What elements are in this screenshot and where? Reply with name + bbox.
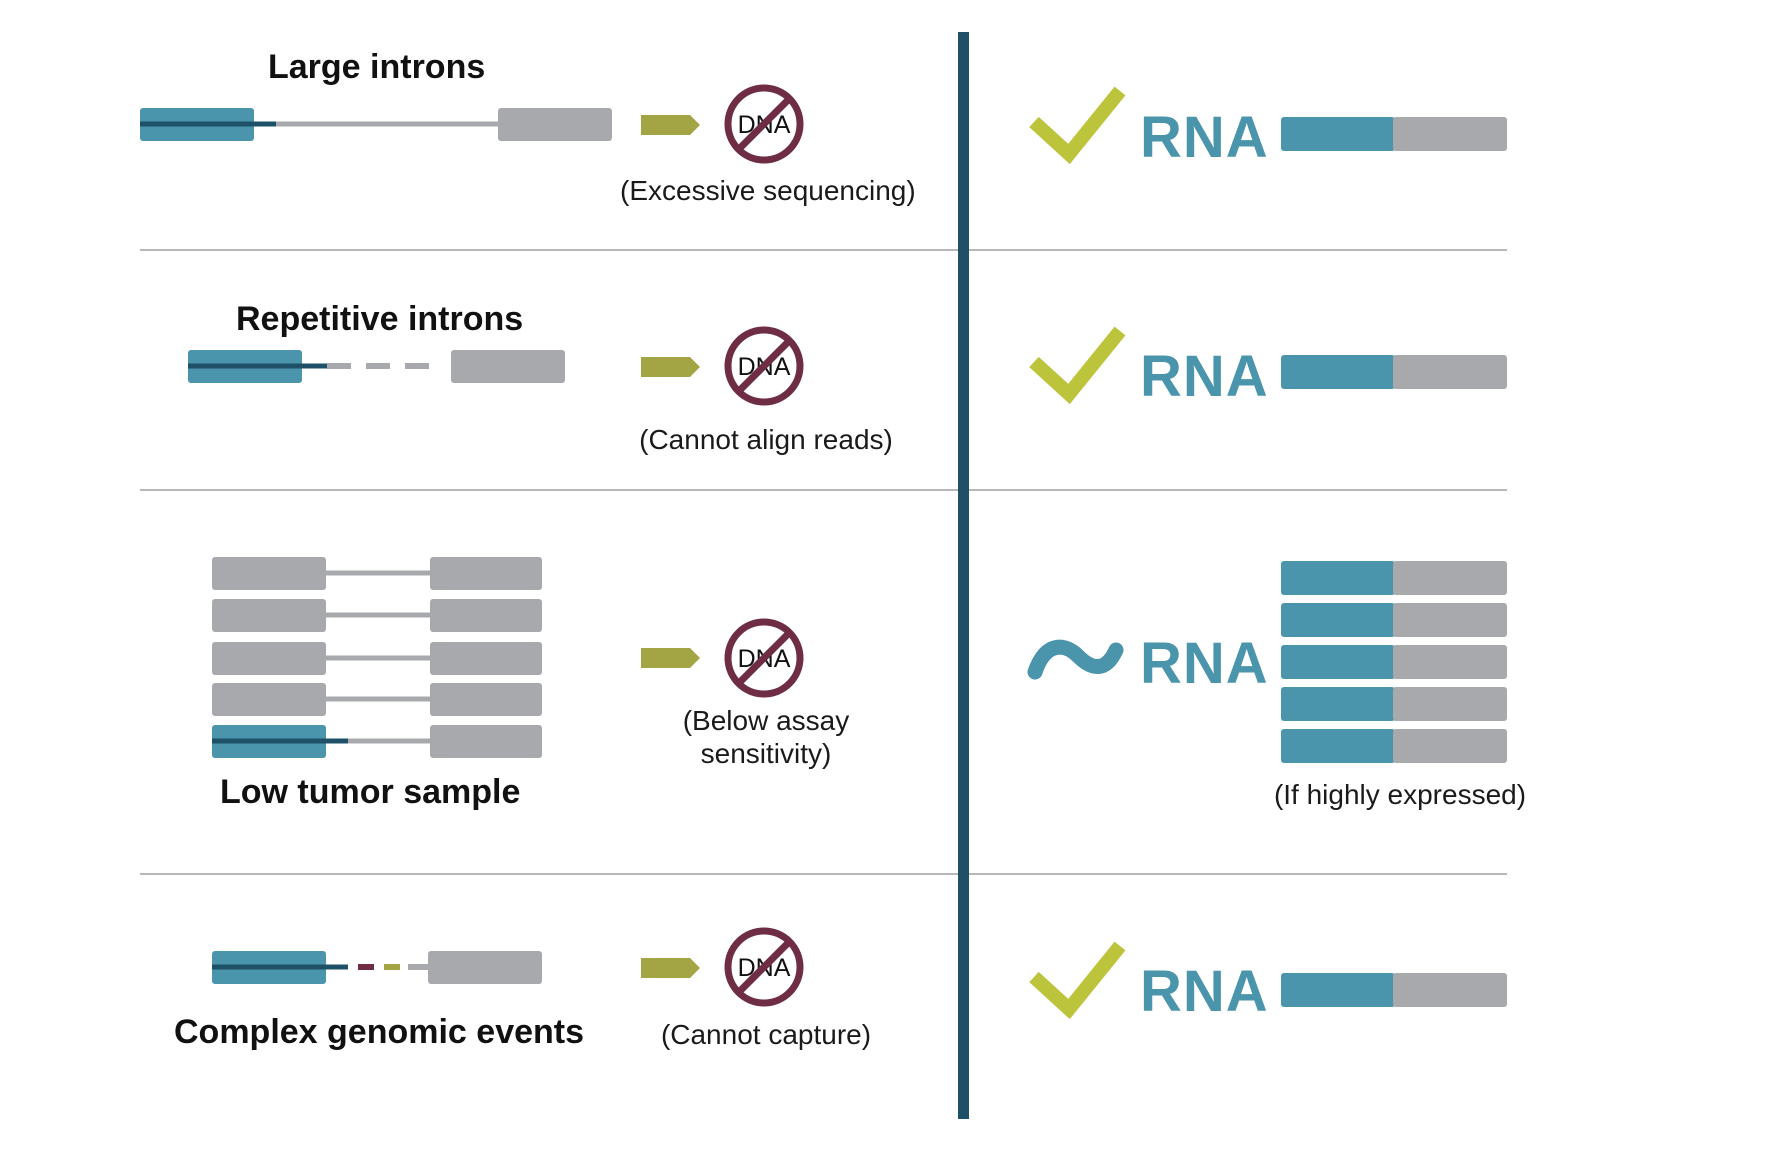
gene-normal-3 xyxy=(212,642,542,675)
row-title: Complex genomic events xyxy=(174,1013,585,1051)
no-dna-icon: DNA xyxy=(728,330,800,402)
rna-transcript xyxy=(1281,973,1507,1007)
arrow-icon xyxy=(641,958,700,978)
arrow-icon xyxy=(641,357,700,377)
exon-gray xyxy=(498,108,612,141)
gene-tumor xyxy=(212,725,542,758)
no-dna-icon: DNA xyxy=(728,88,800,160)
check-icon xyxy=(1029,326,1126,405)
dna-note: (Excessive sequencing) xyxy=(620,175,916,206)
exon-gray xyxy=(451,350,565,383)
rna-label: RNA xyxy=(1140,105,1269,170)
gene-complex-events xyxy=(212,951,542,984)
row-title: Repetitive introns xyxy=(236,300,524,338)
dna-note-line1: (Below assay xyxy=(682,705,850,736)
gene-normal-1 xyxy=(212,557,542,590)
gene-large-introns xyxy=(140,108,612,141)
check-icon xyxy=(1029,941,1126,1020)
tilde-icon xyxy=(1027,639,1124,680)
gene-normal-4 xyxy=(212,683,542,716)
row-title: Large introns xyxy=(268,48,486,86)
dna-note: (Cannot align reads) xyxy=(639,424,893,455)
gene-normal-2 xyxy=(212,599,542,632)
row-title: Low tumor sample xyxy=(220,773,521,811)
gene-low-tumor-stack xyxy=(212,557,542,758)
rna-label: RNA xyxy=(1140,959,1269,1024)
check-icon xyxy=(1029,86,1126,165)
rna-label: RNA xyxy=(1140,344,1269,409)
rna-transcript-stack xyxy=(1281,561,1507,763)
gene-repetitive-introns xyxy=(188,350,565,383)
rna-label: RNA xyxy=(1140,631,1269,696)
arrow-icon xyxy=(641,648,700,668)
dna-note: (Cannot capture) xyxy=(660,1019,872,1050)
rna-note: (If highly expressed) xyxy=(1273,779,1527,810)
exon-gray xyxy=(428,951,542,984)
dna-rna-divider xyxy=(958,32,969,1119)
arrow-icon xyxy=(641,115,700,135)
no-dna-icon: DNA xyxy=(728,622,800,694)
rna-transcript xyxy=(1281,355,1507,389)
dna-note-line2: sensitivity) xyxy=(700,738,832,769)
rna-transcript xyxy=(1281,117,1507,151)
no-dna-icon: DNA xyxy=(728,931,800,1003)
